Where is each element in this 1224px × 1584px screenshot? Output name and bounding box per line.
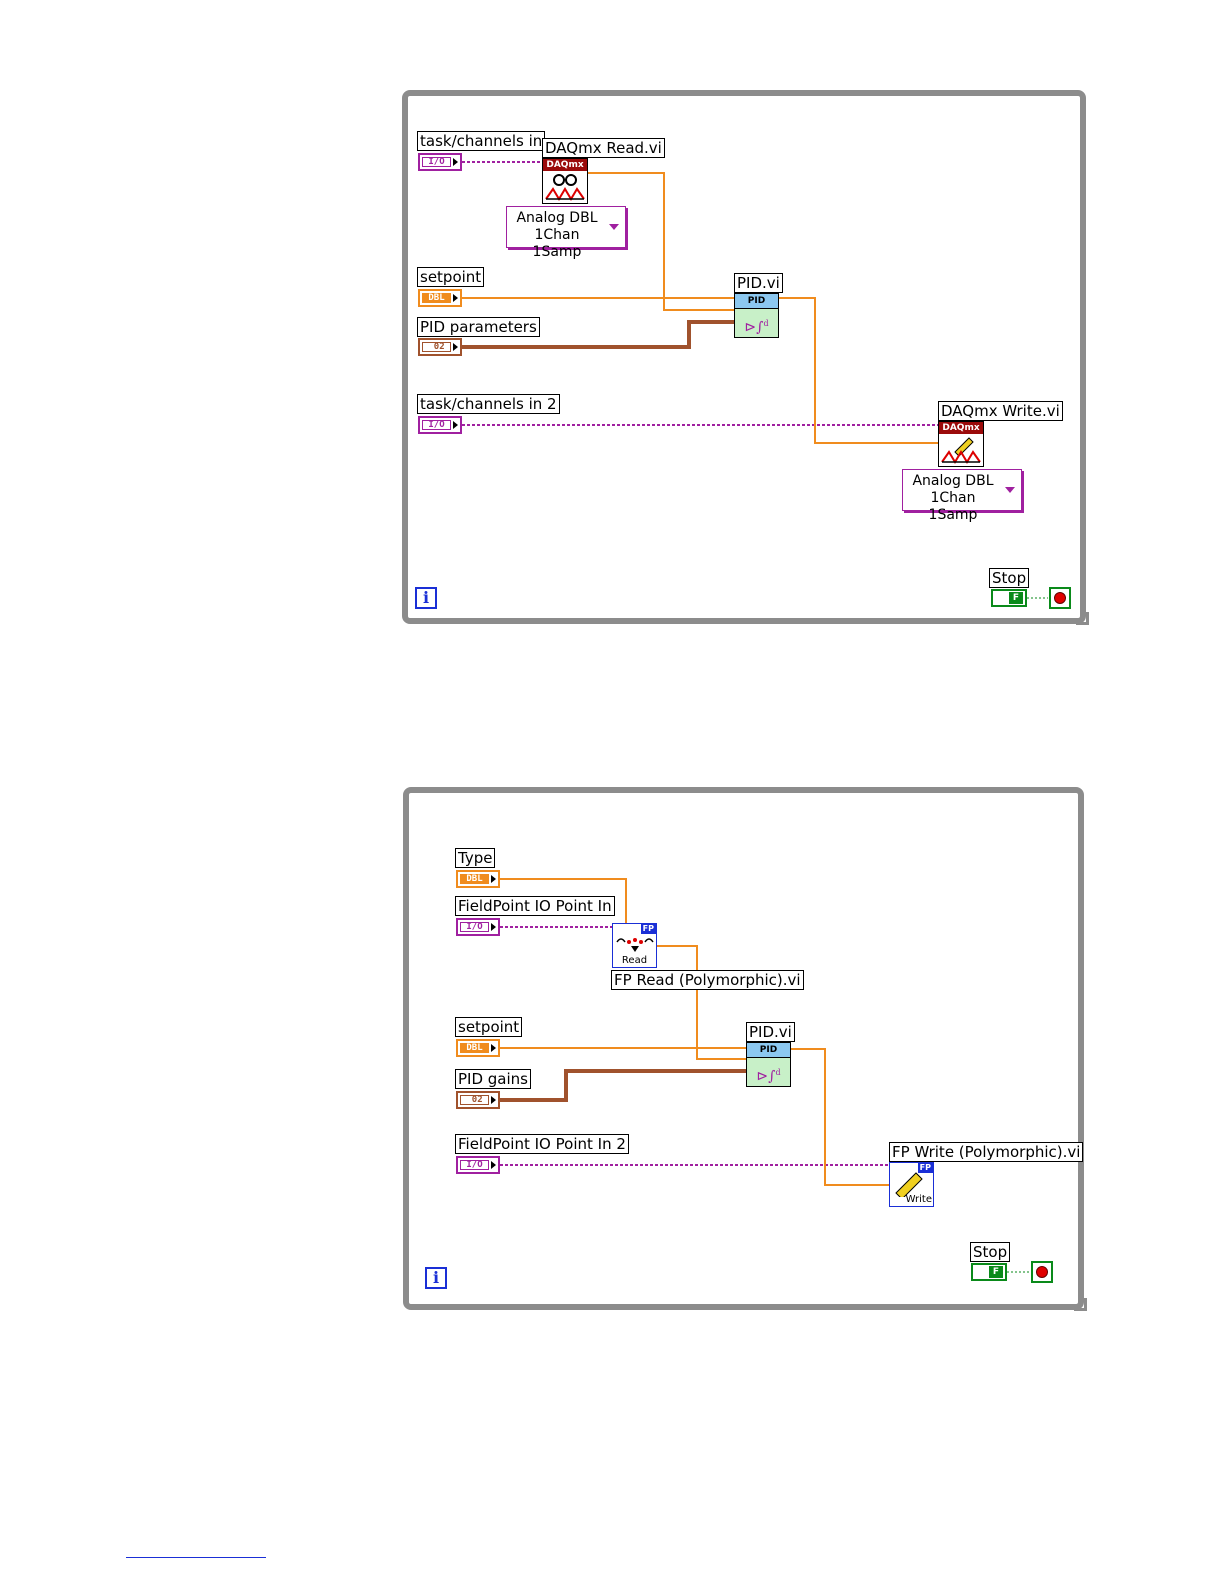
terminal-arrow-icon [491, 923, 496, 931]
pid-parameters-label: PID parameters [417, 317, 540, 337]
fieldpoint-in-terminal[interactable]: I/O [456, 918, 500, 936]
setpoint-label: setpoint [417, 267, 485, 287]
pid-icon: ⊳∫d [747, 1058, 790, 1086]
io-terminal-text: I/O [460, 1160, 489, 1170]
terminal-arrow-icon [453, 343, 458, 351]
fieldpoint-in-2-label: FieldPoint IO Point In 2 [455, 1134, 629, 1154]
terminal-arrow-icon [491, 875, 496, 883]
while-loop-2 [403, 787, 1084, 1310]
pid-icon: ⊳∫d [735, 309, 778, 337]
dbl-terminal-text: DBL [422, 293, 451, 303]
io-terminal-text: I/O [460, 922, 489, 932]
terminal-arrow-icon [491, 1096, 496, 1104]
cluster-terminal-text: ‾02 [422, 342, 451, 352]
iteration-terminal: i [415, 587, 437, 609]
false-constant: F [1009, 592, 1023, 604]
loop-2-resize-corner[interactable] [1074, 1298, 1087, 1311]
wire-pidparams-to-pid [462, 320, 734, 349]
task-channels-in-terminal[interactable]: I/O [418, 153, 462, 171]
stop-sign-icon [1036, 1266, 1048, 1278]
task-channels-in-label: task/channels in [417, 131, 546, 151]
ring-line-1: Analog DBL [912, 473, 994, 489]
ring-line-2: 1Chan 1Samp [928, 490, 978, 523]
pid-gains-label: PID gains [455, 1069, 531, 1089]
glasses-icon [545, 174, 585, 201]
daqmx-band: DAQmx [939, 422, 983, 434]
pencil-icon [941, 437, 981, 464]
fp-read-node[interactable]: FP Read [612, 923, 657, 968]
stop-button-terminal[interactable]: F [991, 589, 1027, 607]
iteration-2-terminal: i [425, 1267, 447, 1289]
fieldpoint-in-label: FieldPoint IO Point In [455, 896, 615, 916]
pid-vi-2-node[interactable]: PID ⊳∫d [746, 1042, 791, 1087]
stop-label: Stop [989, 568, 1030, 588]
dbl-terminal-text: DBL [460, 874, 489, 884]
type-label: Type [455, 848, 496, 868]
pid-band: PID [735, 294, 778, 309]
fp-write-label: FP Write (Polymorphic).vi [889, 1142, 1084, 1162]
wire-pid-to-daq-write [778, 297, 938, 444]
wire-daq-read-to-pid [588, 172, 734, 311]
setpoint-2-label: setpoint [455, 1017, 523, 1037]
wire-fp-read-to-pid [656, 945, 746, 1060]
task-channels-in-2-terminal[interactable]: I/O [418, 416, 462, 434]
ring-line-2: 1Chan 1Samp [532, 227, 582, 260]
while-loop-1 [402, 90, 1086, 624]
fieldpoint-read-icon [616, 938, 654, 952]
pid-vi-2-label: PID.vi [746, 1022, 795, 1042]
loop-1-resize-corner[interactable] [1076, 612, 1089, 625]
loop-condition-2-terminal[interactable] [1031, 1261, 1053, 1283]
fp-write-node[interactable]: FP Write [889, 1162, 934, 1207]
wire-pidgains-to-pid [500, 1069, 746, 1102]
daqmx-read-type-selector[interactable]: Analog DBL 1Chan 1Samp [506, 206, 626, 260]
pencil-icon [895, 1172, 923, 1197]
terminal-arrow-icon [491, 1044, 496, 1052]
fp-read-label: FP Read (Polymorphic).vi [611, 970, 804, 990]
footer-rule [126, 1557, 266, 1558]
io-terminal-text: I/O [422, 420, 451, 430]
stop-button-2-terminal[interactable]: F [971, 1263, 1007, 1281]
loop-condition-terminal[interactable] [1049, 587, 1071, 609]
dbl-terminal-text: DBL [460, 1043, 489, 1053]
dropdown-arrow-icon [609, 224, 619, 230]
setpoint-terminal[interactable]: DBL [418, 289, 462, 307]
daqmx-read-node[interactable]: DAQmx [542, 158, 588, 204]
pid-band: PID [747, 1043, 790, 1058]
dropdown-arrow-icon [1005, 487, 1015, 493]
terminal-arrow-icon [453, 294, 458, 302]
setpoint-2-terminal[interactable]: DBL [456, 1039, 500, 1057]
daqmx-write-node[interactable]: DAQmx [938, 421, 984, 467]
terminal-arrow-icon [453, 158, 458, 166]
wire-type-to-fp-read [500, 878, 627, 924]
wire-pid2-to-fp-write [790, 1048, 889, 1186]
fp-read-text: Read [621, 955, 648, 966]
pid-vi-node[interactable]: PID ⊳∫d [734, 293, 779, 338]
stop-sign-icon [1054, 592, 1066, 604]
pid-vi-label: PID.vi [734, 273, 783, 293]
daqmx-read-label: DAQmx Read.vi [542, 138, 665, 158]
stop-2-label: Stop [970, 1242, 1011, 1262]
daqmx-write-label: DAQmx Write.vi [938, 401, 1063, 421]
cluster-terminal-text: ‾02 [460, 1095, 489, 1105]
false-constant: F [989, 1266, 1003, 1278]
ring-line-1: Analog DBL [516, 210, 598, 226]
pid-parameters-terminal[interactable]: ‾02 [418, 338, 462, 356]
terminal-arrow-icon [491, 1161, 496, 1169]
fp-write-text: Write [905, 1194, 932, 1205]
type-terminal[interactable]: DBL [456, 870, 500, 888]
daqmx-band: DAQmx [543, 159, 587, 171]
daqmx-write-type-selector[interactable]: Analog DBL 1Chan 1Samp [902, 469, 1022, 523]
pid-gains-terminal[interactable]: ‾02 [456, 1091, 500, 1109]
fp-badge: FP [640, 924, 656, 934]
io-terminal-text: I/O [422, 157, 451, 167]
terminal-arrow-icon [453, 421, 458, 429]
task-channels-in-2-label: task/channels in 2 [417, 394, 560, 414]
fieldpoint-in-2-terminal[interactable]: I/O [456, 1156, 500, 1174]
fp-badge: FP [917, 1163, 933, 1173]
